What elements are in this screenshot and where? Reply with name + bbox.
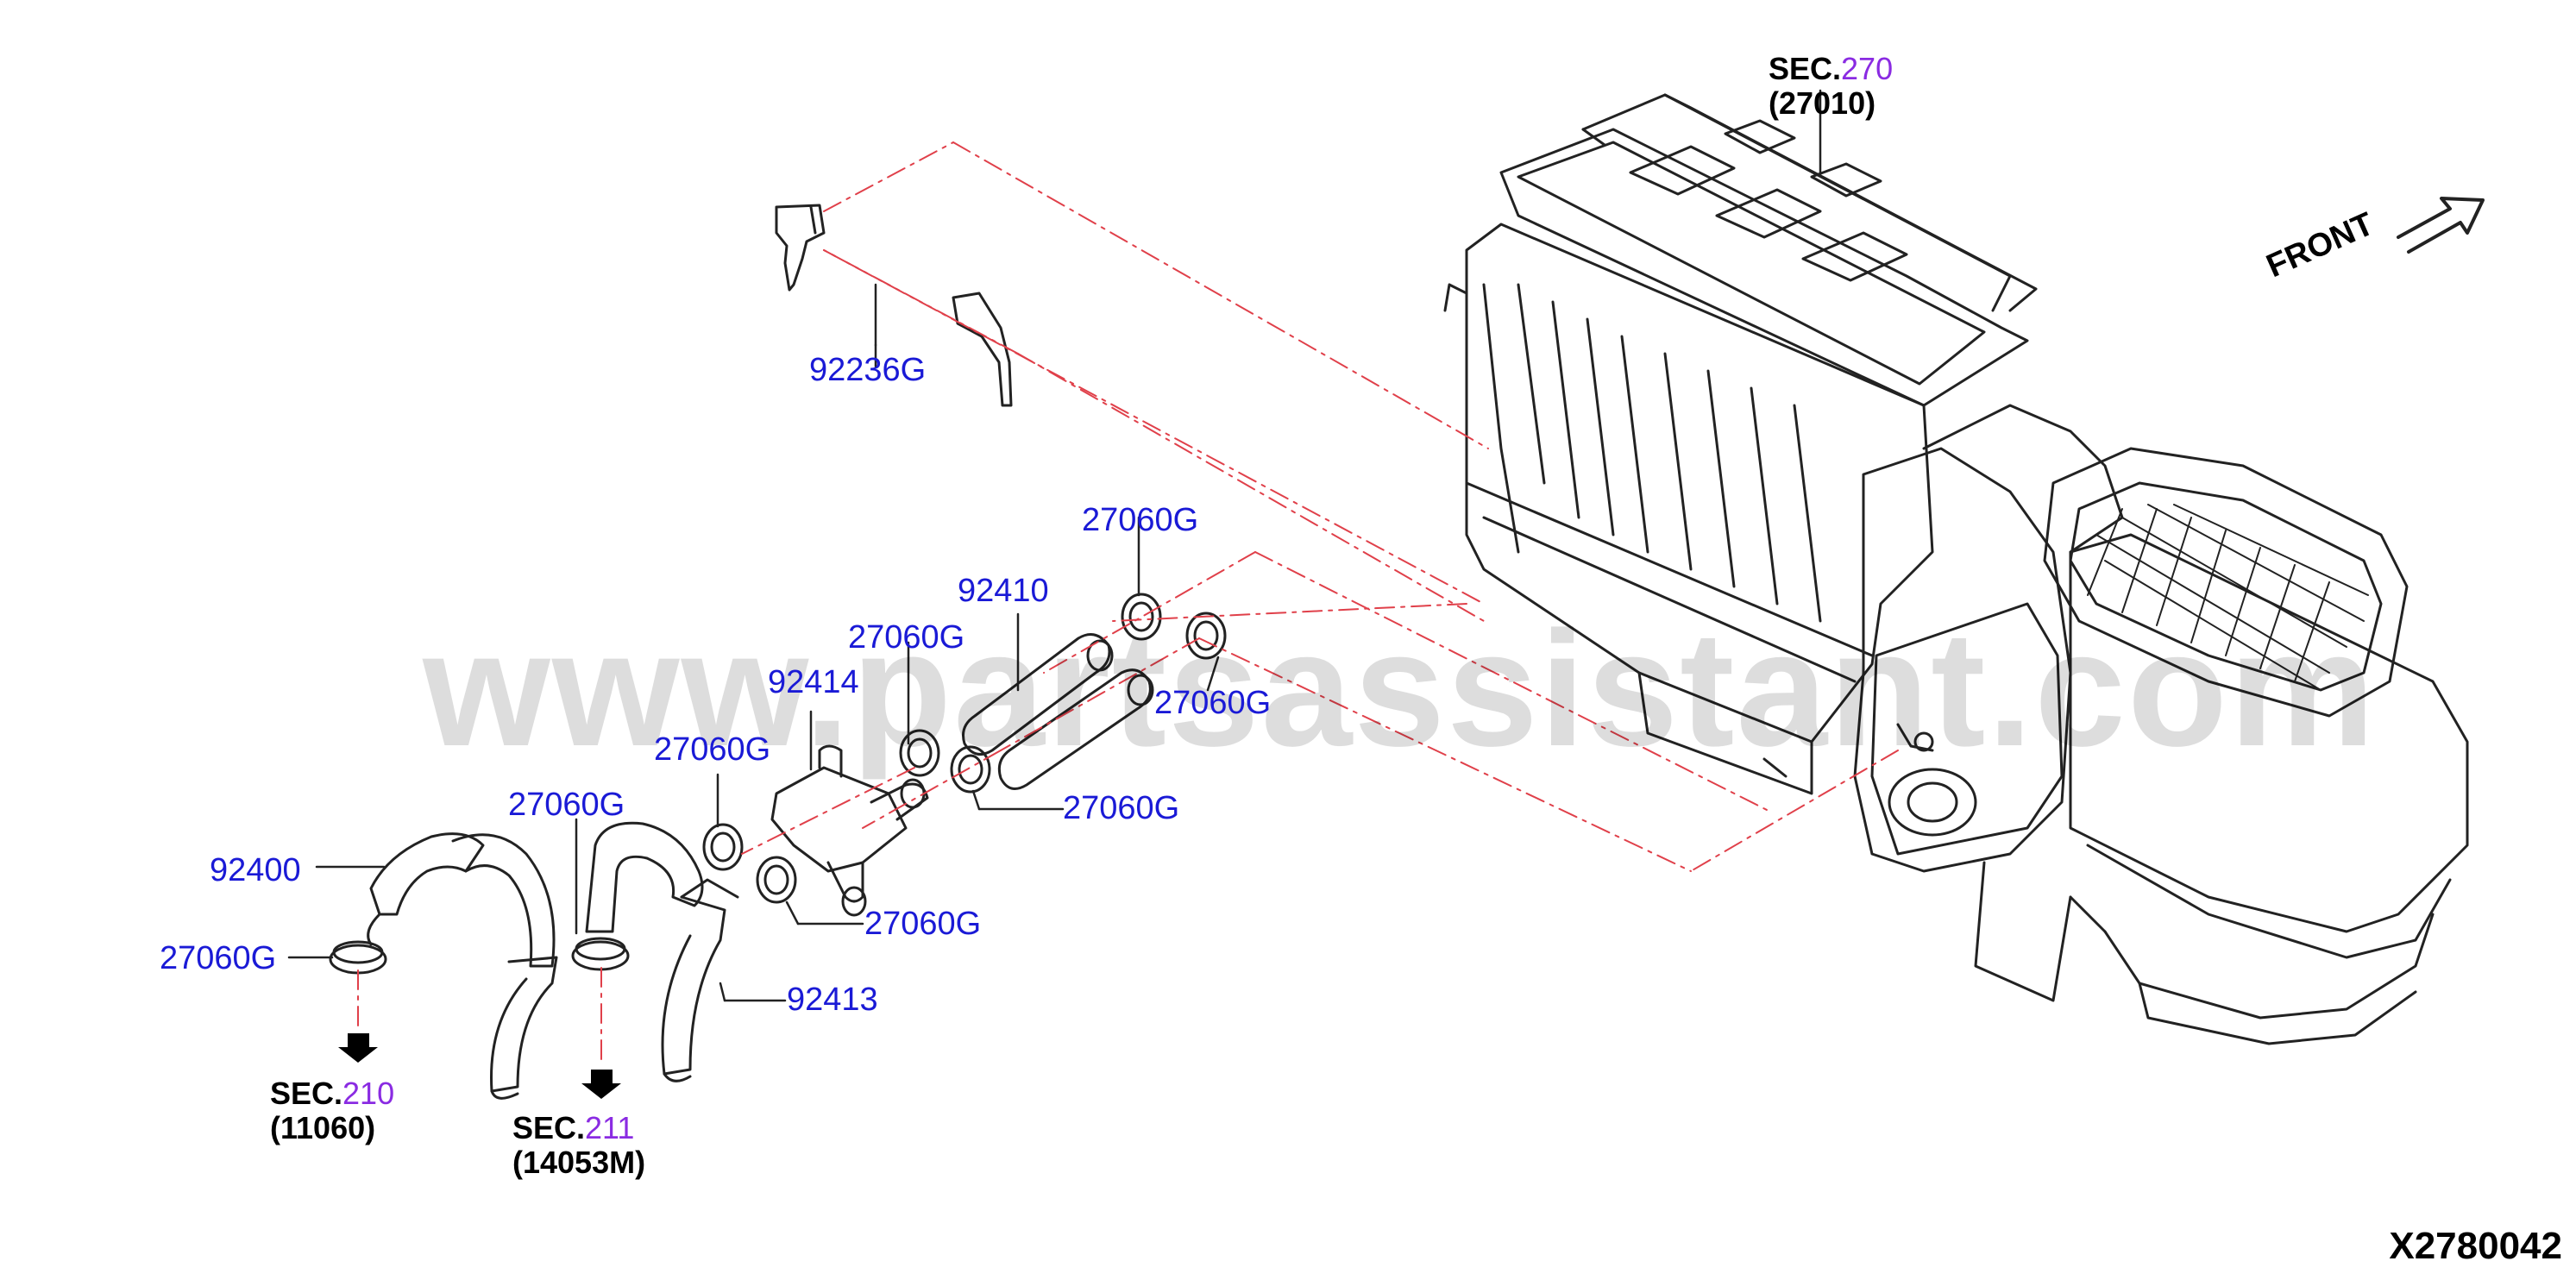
part-label-27060g[interactable]: 27060G	[848, 619, 965, 656]
sec-210-link[interactable]: 210	[342, 1076, 395, 1111]
part-label-92236g[interactable]: 92236G	[809, 352, 927, 388]
heater-unit-assembly	[1443, 93, 2469, 1045]
part-label-27060g[interactable]: 27060G	[508, 787, 625, 823]
sec-211-link[interactable]: 211	[585, 1110, 635, 1145]
sec-211-label: SEC.211	[512, 1113, 634, 1144]
pipe-92410	[962, 633, 1154, 790]
part-label-27060g[interactable]: 27060G	[1154, 685, 1272, 721]
part-label-92414[interactable]: 92414	[768, 664, 859, 700]
sec-210-label: SEC.210	[270, 1078, 394, 1109]
part-label-92413[interactable]: 92413	[787, 982, 878, 1018]
diagram-code: X2780042	[2389, 1225, 2562, 1267]
front-arrow-icon	[2397, 197, 2485, 254]
part-label-27060g[interactable]: 27060G	[654, 731, 771, 768]
sec-211-prefix: SEC.	[512, 1110, 586, 1145]
hose-92413	[585, 821, 739, 1082]
sec-270-prefix: SEC.	[1769, 51, 1842, 86]
sec-210-code: (11060)	[270, 1110, 376, 1145]
part-label-27060g[interactable]: 27060G	[160, 940, 277, 976]
sec-211-code: (14053M)	[512, 1145, 646, 1180]
valve-92414	[770, 744, 929, 917]
hose-92400	[367, 832, 558, 1100]
part-label-92400[interactable]: 92400	[210, 852, 301, 888]
part-label-27060g[interactable]: 27060G	[864, 906, 982, 942]
part-label-27060g[interactable]: 27060G	[1082, 502, 1199, 538]
leader-lines	[287, 89, 1822, 1002]
part-label-92410[interactable]: 92410	[958, 573, 1049, 609]
sec-270-label: SEC.270	[1769, 53, 1893, 85]
bracket-92236g	[775, 204, 1013, 407]
sec-270-link[interactable]: 270	[1841, 51, 1894, 86]
sec-270-code: (27010)	[1769, 85, 1876, 121]
hose-clamps-27060g	[329, 593, 1227, 975]
part-label-27060g[interactable]: 27060G	[1063, 790, 1180, 826]
direction-arrows	[338, 1033, 621, 1099]
alignment-guide-lines	[357, 141, 1899, 1067]
sec-210-prefix: SEC.	[270, 1076, 343, 1111]
